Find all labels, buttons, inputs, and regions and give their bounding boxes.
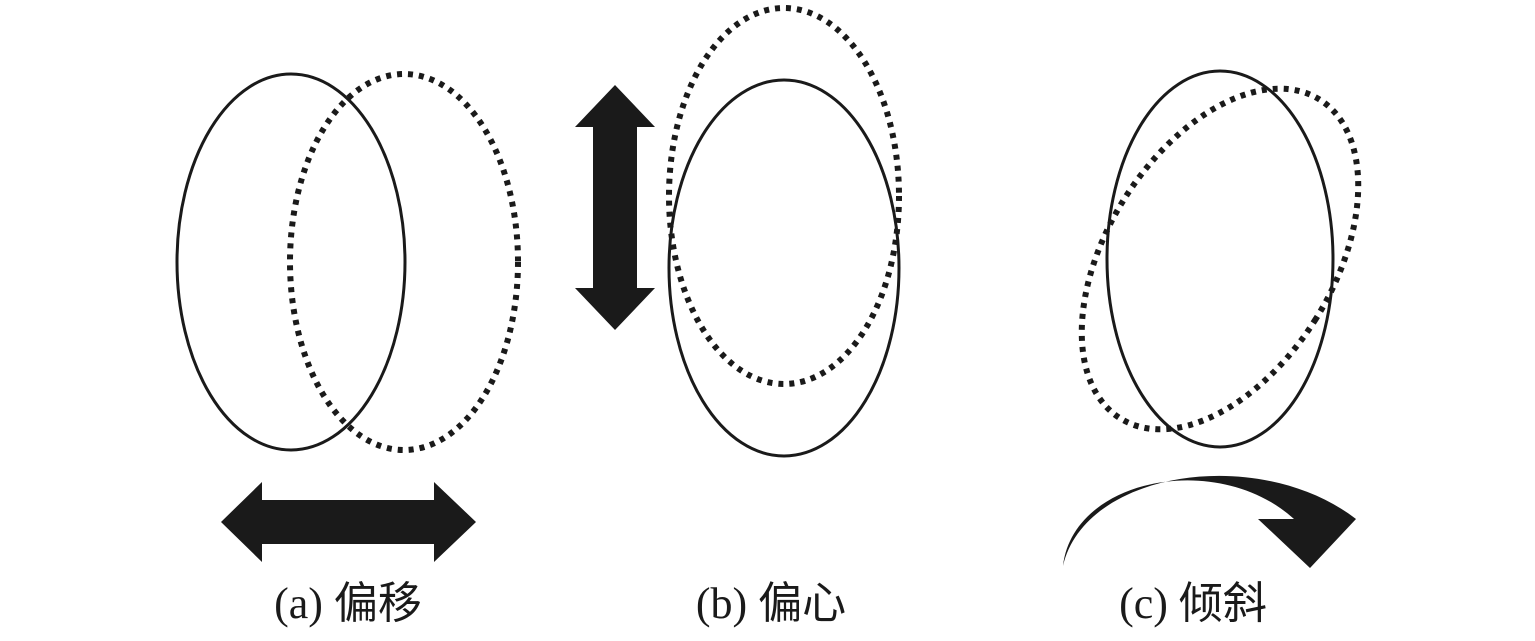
double-vertical-arrow-icon bbox=[575, 85, 655, 330]
panel-a-caption: (a) 偏移 bbox=[274, 579, 422, 628]
panel-c: (c) 倾斜 bbox=[1063, 69, 1362, 628]
panel-c-reference-ellipse bbox=[1105, 69, 1335, 449]
curved-rotation-arrow-icon bbox=[1063, 475, 1356, 568]
panel-c-caption: (c) 倾斜 bbox=[1119, 579, 1267, 628]
double-horizontal-arrow-icon bbox=[221, 482, 476, 562]
panel-b-caption: (b) 偏心 bbox=[696, 579, 846, 628]
panel-c-tilted-ellipse bbox=[1078, 85, 1362, 433]
panel-b: (b) 偏心 bbox=[575, 5, 902, 628]
panel-b-reference-ellipse bbox=[667, 78, 901, 458]
panel-b-eccentric-ellipse bbox=[666, 5, 902, 387]
panel-a-reference-ellipse bbox=[175, 72, 407, 452]
panel-a-offset-ellipse bbox=[287, 71, 521, 453]
panel-a: (a) 偏移 bbox=[175, 71, 521, 628]
